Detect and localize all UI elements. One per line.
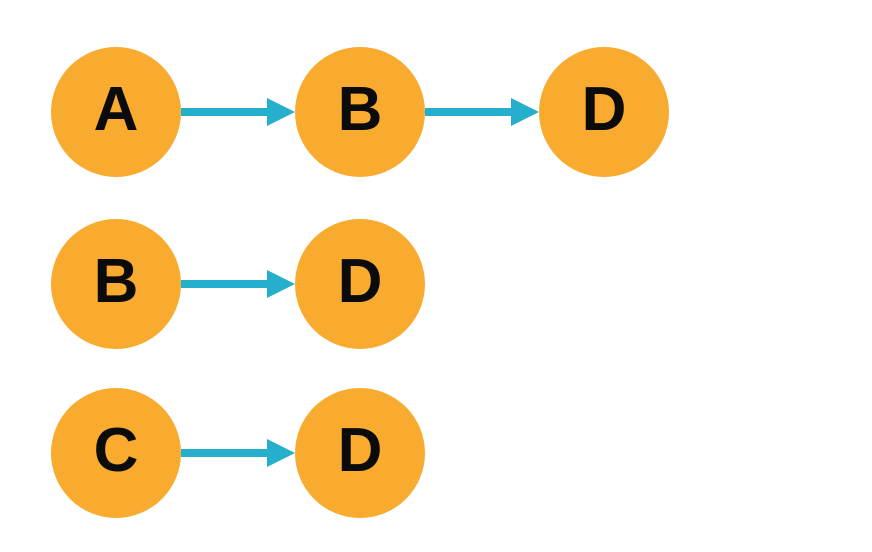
node-circle-a: A [51,47,181,177]
node-circle-b: B [51,219,181,349]
arrow-head-icon [511,98,539,126]
arrow-c-to-d [181,439,295,467]
diagram-row-1: A B D [51,47,669,177]
node-label: B [337,75,383,144]
node-circle-b: B [295,47,425,177]
node-circle-d: D [539,47,669,177]
arrow-a-to-b [181,98,295,126]
node-circle-c: C [51,388,181,518]
arrow-shaft [181,449,267,457]
node-label: C [93,416,139,485]
arrow-b-to-d [181,270,295,298]
node-label: B [93,247,139,316]
arrow-shaft [425,108,511,116]
node-circle-d: D [295,388,425,518]
diagram-row-2: B D [51,219,425,349]
arrow-shaft [181,108,267,116]
node-label: D [337,416,383,485]
arrow-head-icon [267,270,295,298]
arrow-b-to-d [425,98,539,126]
diagram-row-3: C D [51,388,425,518]
node-label: D [581,75,627,144]
node-circle-d: D [295,219,425,349]
arrow-head-icon [267,98,295,126]
arrow-shaft [181,280,267,288]
node-label: D [337,247,383,316]
arrow-head-icon [267,439,295,467]
node-label: A [93,75,139,144]
